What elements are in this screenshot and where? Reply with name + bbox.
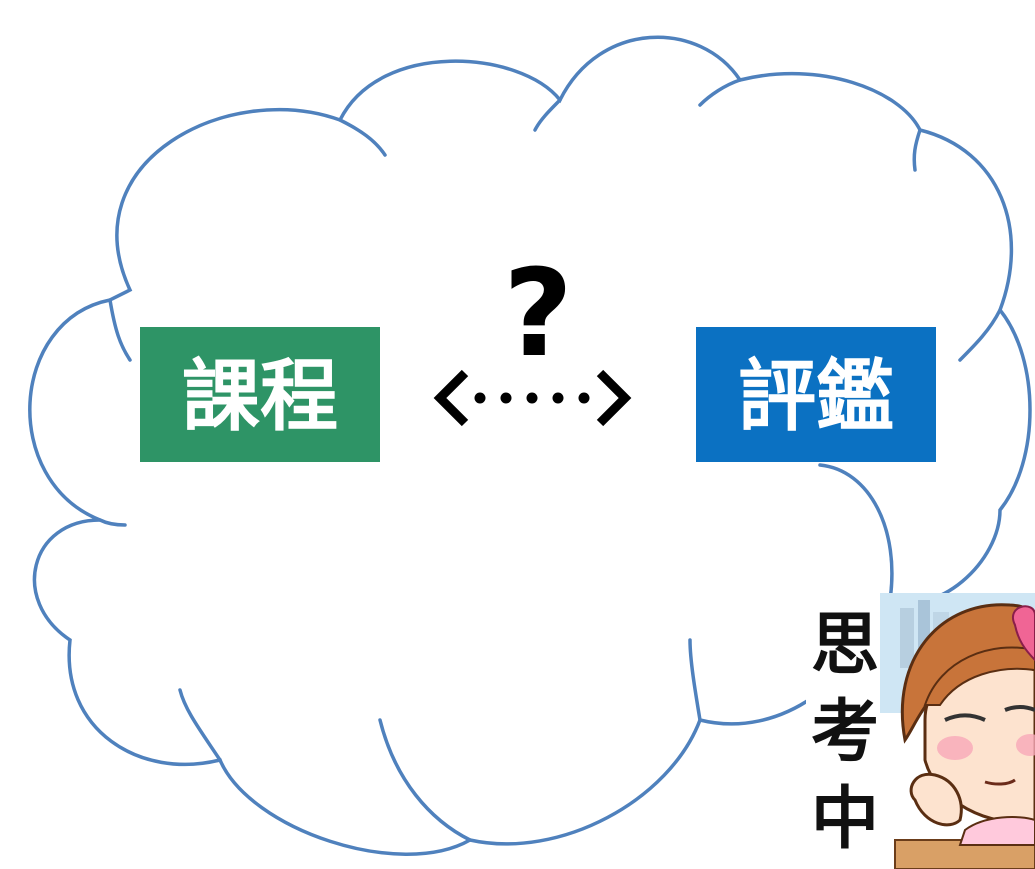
- curriculum-box: 課程: [140, 327, 380, 462]
- curriculum-box-bg: [140, 327, 380, 462]
- thought-cloud: [28, 35, 1032, 856]
- evaluation-box: 評鑑: [696, 327, 936, 462]
- arrow-dot: [552, 392, 564, 404]
- cloud-seam: [688, 638, 702, 722]
- cloud-seam: [378, 718, 472, 842]
- arrow-dot: [474, 392, 486, 404]
- cloud-seam: [698, 78, 742, 107]
- right-chevron-icon: [596, 369, 632, 427]
- thinking-text-line-3: 中: [811, 780, 879, 859]
- evaluation-box-bg: [696, 327, 936, 462]
- cloud-seam: [108, 298, 132, 362]
- cloud-seam: [178, 688, 222, 762]
- cloud-seam: [958, 308, 1002, 362]
- thinking-text-line-1: 思: [811, 606, 879, 685]
- girl-mouth: [984, 778, 1016, 786]
- arrow-dot: [526, 392, 538, 404]
- thinking-text-line-2: 考: [811, 693, 879, 772]
- curriculum-label: 課程: [182, 352, 338, 442]
- left-chevron-icon: [433, 369, 469, 427]
- girl-shirt: [958, 816, 1035, 846]
- cloud-outline: [28, 35, 1032, 856]
- arrow-dot: [578, 392, 590, 404]
- question-mark: ?: [503, 245, 573, 384]
- cloud-seam: [818, 463, 894, 602]
- cloud-seam: [533, 98, 562, 132]
- cloud-seam: [912, 128, 922, 172]
- girl-blush: [1016, 734, 1035, 756]
- arrow-dot: [500, 392, 512, 404]
- building: [900, 608, 914, 668]
- girl-eye: [944, 713, 986, 722]
- girl-eye: [1004, 705, 1035, 712]
- girl-bangs: [923, 646, 1035, 706]
- thinking-badge: 思 考 中: [806, 593, 1035, 869]
- evaluation-label: 評鑑: [738, 352, 894, 442]
- girl-blush: [937, 736, 973, 760]
- cloud-seam: [98, 518, 127, 527]
- double-headed-dotted-arrow-icon: [433, 369, 632, 427]
- heart-bow: [1012, 605, 1035, 662]
- girl-hand: [909, 772, 963, 827]
- cloud-seam: [338, 118, 387, 157]
